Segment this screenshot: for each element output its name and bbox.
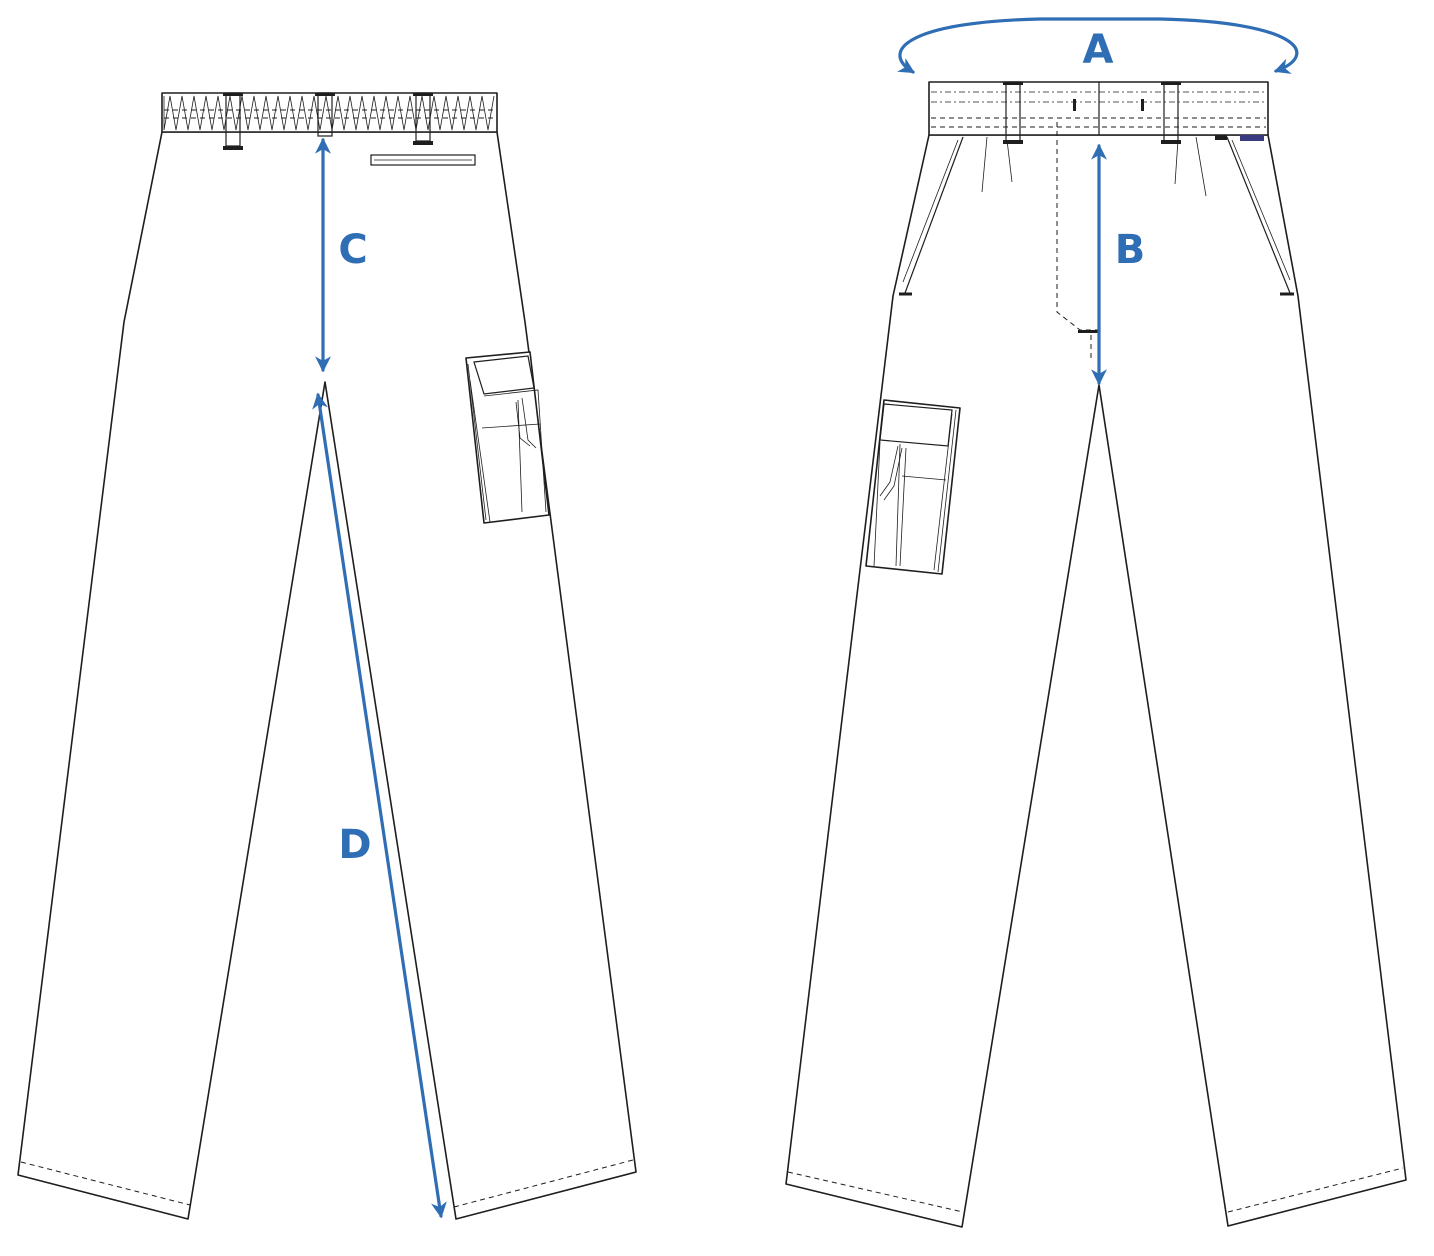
measurement-c-label: C [338, 227, 367, 273]
front-slant-pockets [899, 136, 1294, 296]
back-trouser-outline [17, 131, 637, 1220]
measurement-d-arrow [312, 392, 447, 1219]
back-belt-loops [223, 92, 433, 150]
back-left-hem-stitch [20, 1161, 191, 1206]
back-view-trousers [17, 92, 637, 1220]
front-belt-loops [1003, 81, 1264, 144]
front-tab [1240, 135, 1264, 141]
measurement-c: C [315, 137, 368, 373]
front-pleats [981, 136, 1207, 197]
measurement-a: A [897, 17, 1299, 74]
measurement-b-label: B [1115, 227, 1146, 273]
front-cargo-pocket [865, 399, 961, 575]
measurement-markers: A B C D [312, 17, 1299, 1219]
measurement-d: D [312, 392, 447, 1219]
front-trouser-outline [785, 134, 1407, 1228]
measurement-a-arrow [897, 17, 1299, 74]
measurement-d-label: D [338, 822, 371, 868]
back-cargo-pocket [465, 351, 550, 524]
front-left-hem-stitch [787, 1171, 964, 1213]
front-waistband-stitching [931, 82, 1266, 135]
back-right-hem-stitch [453, 1159, 634, 1208]
front-right-hem-stitch [1227, 1167, 1404, 1213]
measurement-b: B [1091, 143, 1146, 386]
back-welt-pocket [370, 154, 476, 166]
front-view-trousers [785, 81, 1407, 1228]
measurement-a-label: A [1083, 27, 1114, 73]
